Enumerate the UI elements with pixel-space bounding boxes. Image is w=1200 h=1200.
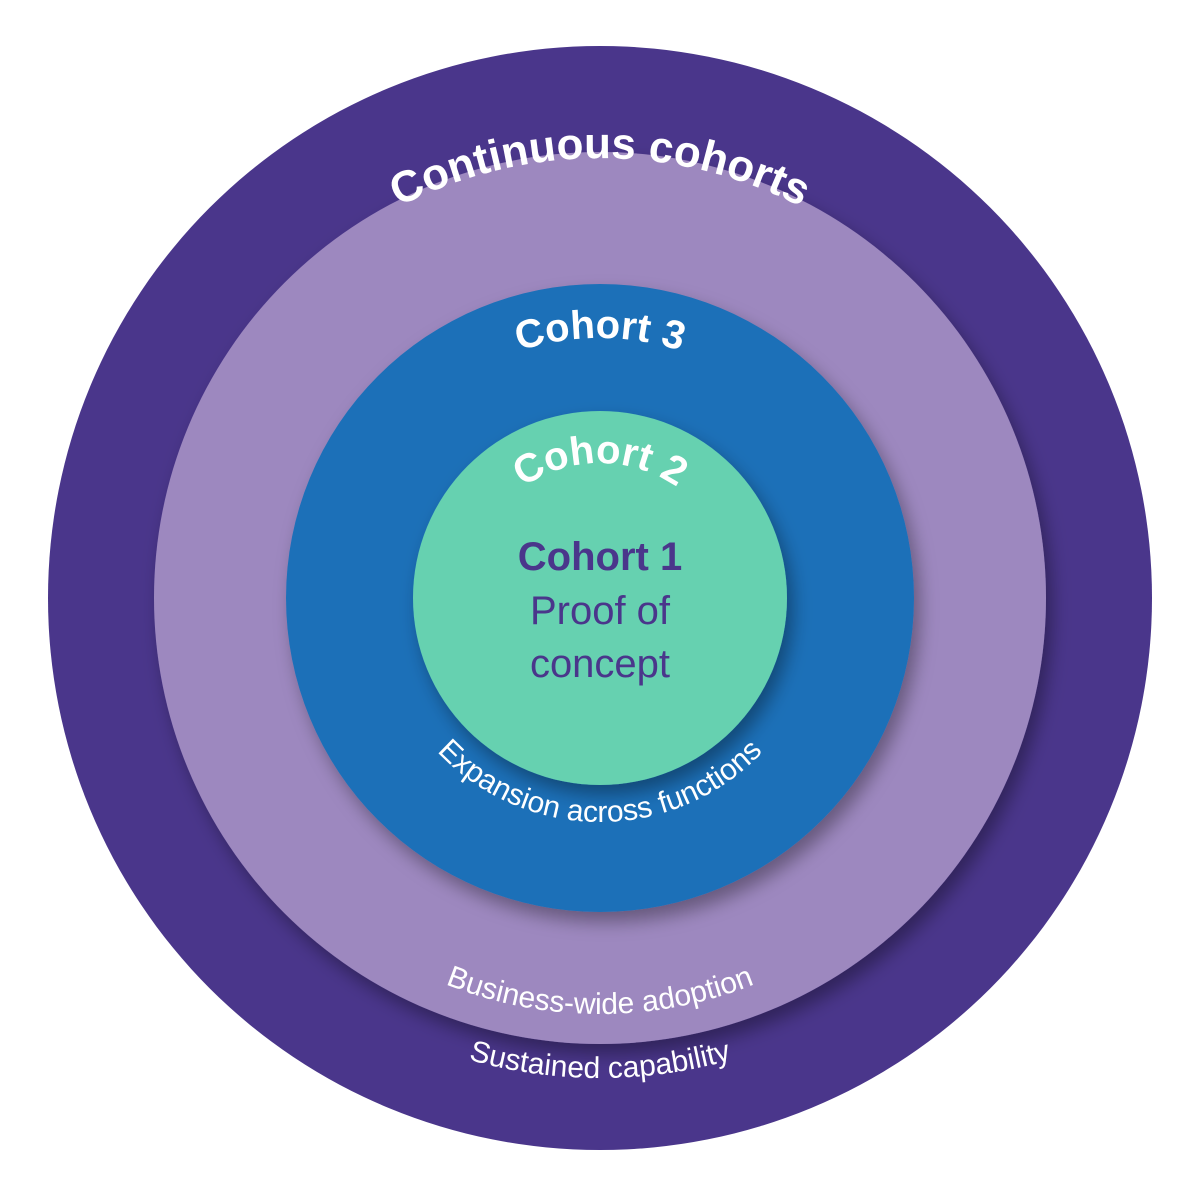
cohort-1-circle bbox=[413, 411, 787, 785]
cohort-1-line-1: Proof of bbox=[530, 589, 671, 633]
cohort-1-title: Cohort 1 bbox=[518, 535, 682, 579]
cohort-1-line-2: concept bbox=[530, 642, 670, 686]
